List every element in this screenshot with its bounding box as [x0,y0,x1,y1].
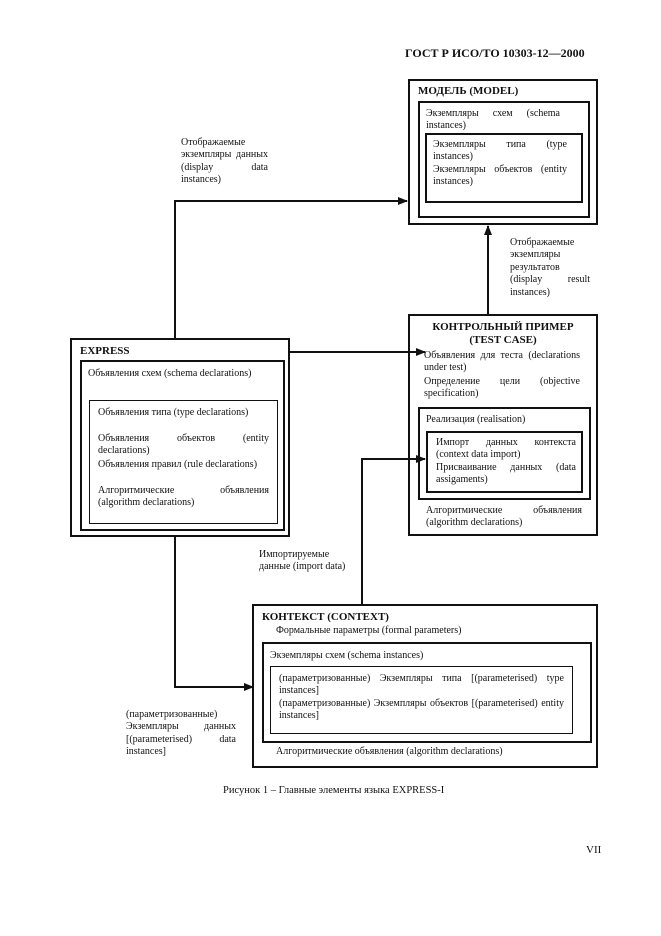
express-rule-declarations: Объявления правил (rule declarations) [98,459,258,470]
express-type-declarations: Объявления типа (type declarations) [98,407,249,418]
label-import-data: Импортируемые данные (import data) [259,549,346,573]
arrow-express-to-context [174,537,254,691]
context-formal-parameters: Формальные параметры (formal parameters) [276,625,462,636]
express-entity-declarations: Объявления объектов (entity declarations… [98,433,269,457]
label-display-data: Отображаемые экземпляры данных (display … [181,137,268,186]
context-param-entity: (параметризованные) Экземпляры объектов … [279,698,564,722]
test-case-title-1: КОНТРОЛЬНЫЙ ПРИМЕР [432,321,574,333]
test-case-objective: Определение цели (objective specificatio… [424,376,580,400]
data-assignments: Присваивание данных (data assigaments) [436,462,576,486]
realisation-box: Реализация (realisation) Импорт данных к… [418,407,591,500]
test-case-title-2: (TEST CASE) [469,334,537,346]
express-schema-box: Объявления схем (schema declarations) Об… [80,360,285,531]
express-algorithm-declarations: Алгоритмические объявления (algorithm de… [98,485,269,509]
figure-caption: Рисунок 1 – Главные элементы языка EXPRE… [223,785,445,796]
model-entity-instances: Экземпляры объектов (entity instances) [433,164,567,188]
express-box: EXPRESS Объявления схем (schema declarat… [70,338,290,537]
model-instances-box: Экземпляры типа (type instances) Экземпл… [425,133,583,203]
model-type-instances: Экземпляры типа (type instances) [433,139,567,163]
arrow-express-to-model [174,197,408,338]
realisation-inner-box: Импорт данных контекста (context data im… [426,431,583,493]
context-instances-box: (параметризованные) Экземпляры типа [(pa… [270,666,573,734]
context-data-import: Импорт данных контекста (context data im… [436,437,576,461]
context-schema-box: Экземпляры схем (schema instances) (пара… [262,642,592,743]
context-algorithm-declarations: Алгоритмические объявления (algorithm de… [276,746,503,757]
model-schema-box: Экземпляры схем (schema instances) Экзем… [418,101,590,218]
arrow-context-to-testcase [361,455,426,604]
model-box: МОДЕЛЬ (MODEL) Экземпляры схем (schema i… [408,79,598,225]
context-schema-instances: Экземпляры схем (schema instances) [270,650,424,661]
test-case-box: КОНТРОЛЬНЫЙ ПРИМЕР (TEST CASE) Объявлени… [408,314,598,536]
standard-header: ГОСТ Р ИСО/ТО 10303-12—2000 [405,46,585,60]
test-case-algorithm-declarations: Алгоритмические объявления (algorithm de… [426,505,582,529]
express-title: EXPRESS [80,345,130,357]
realisation-label: Реализация (realisation) [426,414,526,425]
label-param-data: (параметризованные) Экземпляры данных [(… [126,709,236,758]
express-schema-declarations: Объявления схем (schema declarations) [88,368,252,379]
model-schema-instances: Экземпляры схем (schema instances) [426,108,560,132]
context-param-type: (параметризованные) Экземпляры типа [(pa… [279,673,564,697]
test-case-declarations-under-test: Объявления для теста (declarations under… [424,350,580,374]
model-title: МОДЕЛЬ (MODEL) [418,85,519,97]
express-declarations-box: Объявления типа (type declarations) Объя… [89,400,278,524]
page-number: VII [586,844,602,856]
context-box: КОНТЕКСТ (CONTEXT) Формальные параметры … [252,604,598,768]
context-title: КОНТЕКСТ (CONTEXT) [262,611,389,623]
label-display-result: Отображаемые экземпляры результатов (dis… [510,237,590,298]
